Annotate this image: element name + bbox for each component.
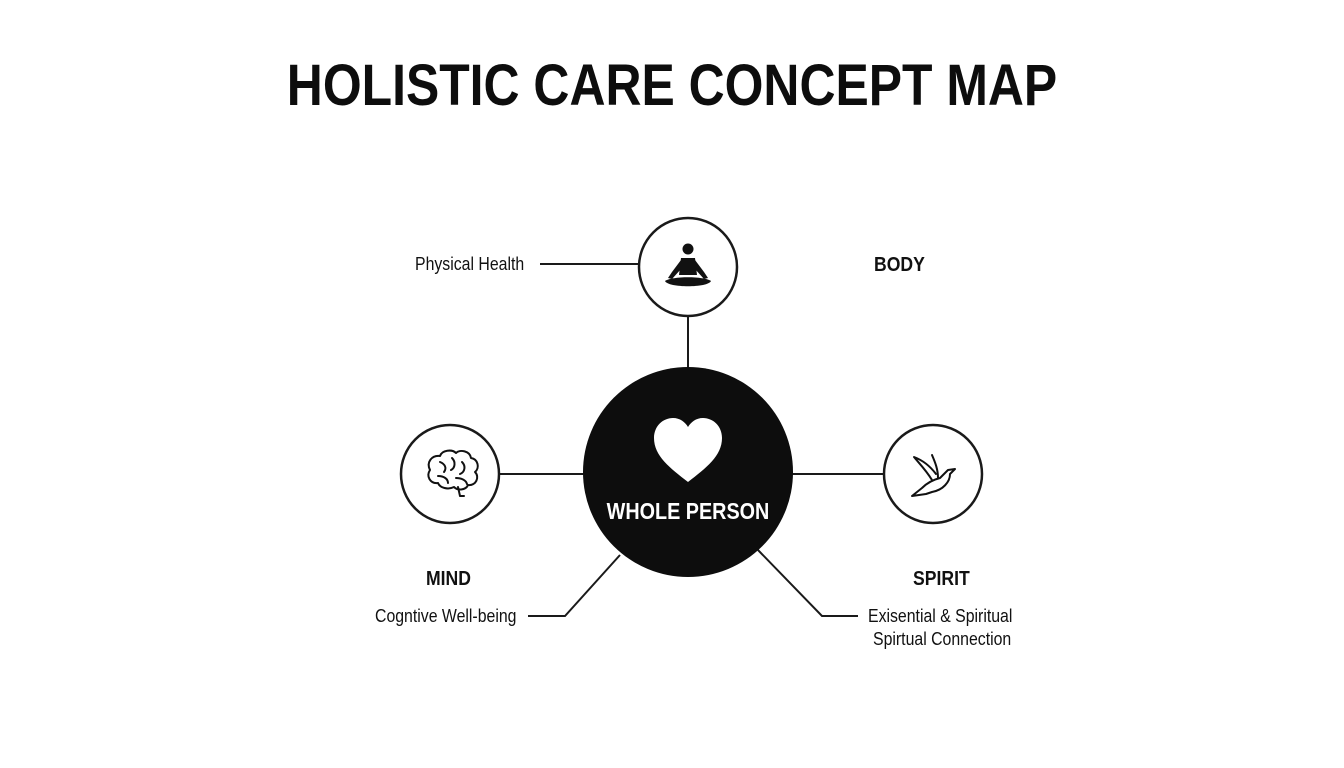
connector-mind-label xyxy=(528,554,621,617)
mind-node xyxy=(399,423,501,525)
spirit-description-line2: Spirtual Connection xyxy=(873,629,1012,649)
spirit-node xyxy=(882,423,984,525)
mind-heading: MIND xyxy=(426,568,471,590)
spirit-description-line1: Exisential & Spiritual xyxy=(868,606,1013,626)
page-title: HOLISTIC CARE CONCEPT MAP xyxy=(286,53,1058,118)
brain-icon xyxy=(427,449,479,497)
center-label: WHOLE PERSON xyxy=(606,498,770,524)
meditation-icon xyxy=(665,243,711,287)
spirit-heading: SPIRIT xyxy=(913,568,970,590)
dove-icon xyxy=(911,454,956,497)
mind-description: Cogntive Well-being xyxy=(375,606,517,626)
body-heading: BODY xyxy=(874,254,925,276)
connector-spirit-label xyxy=(757,549,858,617)
heart-icon xyxy=(654,418,722,482)
body-description: Physical Health xyxy=(415,254,525,274)
